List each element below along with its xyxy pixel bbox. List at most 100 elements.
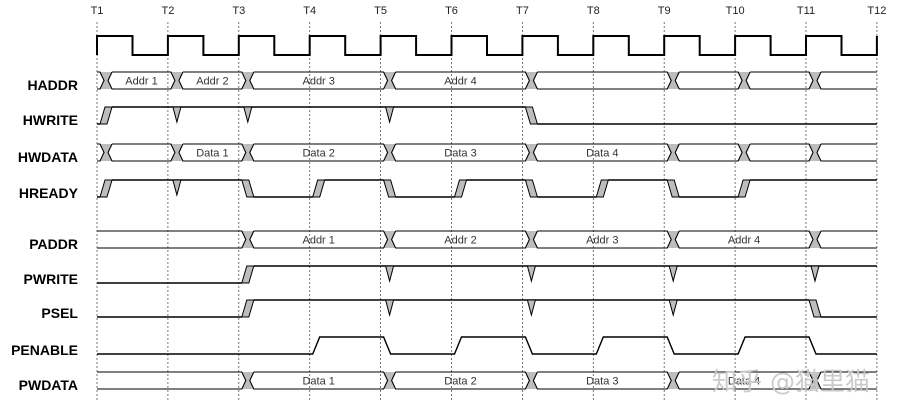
signal-trace xyxy=(97,265,877,284)
signal-row: HREADY xyxy=(19,179,877,201)
bus-segment xyxy=(249,230,389,249)
bus-segment xyxy=(249,371,389,390)
edge-window xyxy=(312,179,326,198)
bus-segment xyxy=(390,230,531,249)
bus-transition xyxy=(809,231,821,248)
edge-window xyxy=(382,179,397,198)
tick-label: T7 xyxy=(516,5,529,17)
clock-waveform xyxy=(96,35,878,56)
bus-segment xyxy=(97,371,247,390)
bus-segment xyxy=(97,230,247,249)
bus-transition xyxy=(667,72,680,89)
signal-row: HWRITE xyxy=(23,106,877,128)
bus-segment xyxy=(390,371,531,390)
bus-segment xyxy=(816,143,877,162)
bus-value-label: Addr 2 xyxy=(196,76,228,88)
bus-value-label: Addr 4 xyxy=(444,76,476,88)
bus-segment xyxy=(674,371,814,390)
watermark: 知乎 @猫里猫 xyxy=(712,367,870,396)
bus-transition xyxy=(809,144,821,161)
edge-window xyxy=(99,179,113,198)
signal-label: PENABLE xyxy=(11,342,78,358)
hold-mark xyxy=(668,265,678,283)
bus-value-label: Addr 4 xyxy=(728,235,760,247)
tick-label: T11 xyxy=(797,5,815,17)
bus-transition xyxy=(525,372,538,389)
signal-label: HWRITE xyxy=(23,112,78,128)
bus-segment xyxy=(249,143,389,162)
hold-mark xyxy=(668,299,678,317)
bus-segment xyxy=(97,143,105,162)
bus-value-label: Data 2 xyxy=(302,148,334,160)
signal-row: PENABLE xyxy=(11,336,877,358)
bus-transition xyxy=(383,231,396,248)
hold-mark xyxy=(384,265,395,283)
tick-label: T9 xyxy=(658,5,671,17)
bus-segment xyxy=(97,71,105,90)
bus-transition xyxy=(383,72,396,89)
tick-label: T8 xyxy=(587,5,600,17)
signal-row: PWRITE xyxy=(24,265,877,287)
bus-transition xyxy=(525,72,538,89)
edge-window xyxy=(453,179,468,198)
bus-transition xyxy=(170,144,183,161)
hold-mark xyxy=(810,265,820,283)
hold-mark xyxy=(384,299,395,317)
bus-segment xyxy=(390,143,531,162)
bus-segment xyxy=(390,71,531,90)
bus-transition xyxy=(241,144,254,161)
tick-label: T10 xyxy=(726,5,745,17)
hold-mark xyxy=(384,106,395,124)
bus-segment xyxy=(816,71,877,90)
bus-value-label: Data 2 xyxy=(444,376,476,388)
signal-row: PSEL xyxy=(41,299,877,321)
bus-segment xyxy=(532,71,672,90)
bus-transition xyxy=(667,372,680,389)
bus-transition xyxy=(241,72,254,89)
edge-window xyxy=(99,106,113,125)
bus-segment xyxy=(249,71,389,90)
bus-value-label: Addr 1 xyxy=(302,235,334,247)
bus-transition xyxy=(100,144,112,161)
bus-transition xyxy=(525,231,538,248)
bus-transition xyxy=(809,72,821,89)
bus-segment xyxy=(532,230,672,249)
bus-transition xyxy=(241,231,254,248)
tick-label: T5 xyxy=(374,5,387,17)
tick-label: T1 xyxy=(91,5,104,17)
bus-segment xyxy=(532,143,672,162)
hold-mark xyxy=(526,299,537,317)
edge-window xyxy=(241,179,255,198)
bus-segment xyxy=(107,143,176,162)
bus-value-label: Data 1 xyxy=(196,148,228,160)
tick-label: T3 xyxy=(232,5,245,17)
hold-mark xyxy=(526,265,537,283)
signal-label: HADDR xyxy=(27,77,78,93)
bus-transition xyxy=(667,144,680,161)
bus-segment xyxy=(107,71,176,90)
tick-label: T6 xyxy=(445,5,458,17)
edge-window xyxy=(808,299,822,318)
bus-transition xyxy=(170,72,183,89)
bus-value-label: Data 3 xyxy=(444,148,476,160)
hold-mark xyxy=(172,179,182,197)
bus-transition xyxy=(667,231,680,248)
bus-value-label: Data 3 xyxy=(586,376,618,388)
signal-label: HREADY xyxy=(19,185,79,201)
bus-segment xyxy=(816,230,877,249)
bus-segment xyxy=(745,71,814,90)
bus-transition xyxy=(525,144,538,161)
edge-window xyxy=(241,265,255,284)
bus-segment xyxy=(178,143,247,162)
bus-transition xyxy=(241,372,254,389)
bus-value-label: Addr 3 xyxy=(302,76,334,88)
bus-value-label: Data 1 xyxy=(302,376,334,388)
bus-transition xyxy=(383,144,396,161)
bus-transition xyxy=(383,372,396,389)
bus-segment xyxy=(532,371,672,390)
